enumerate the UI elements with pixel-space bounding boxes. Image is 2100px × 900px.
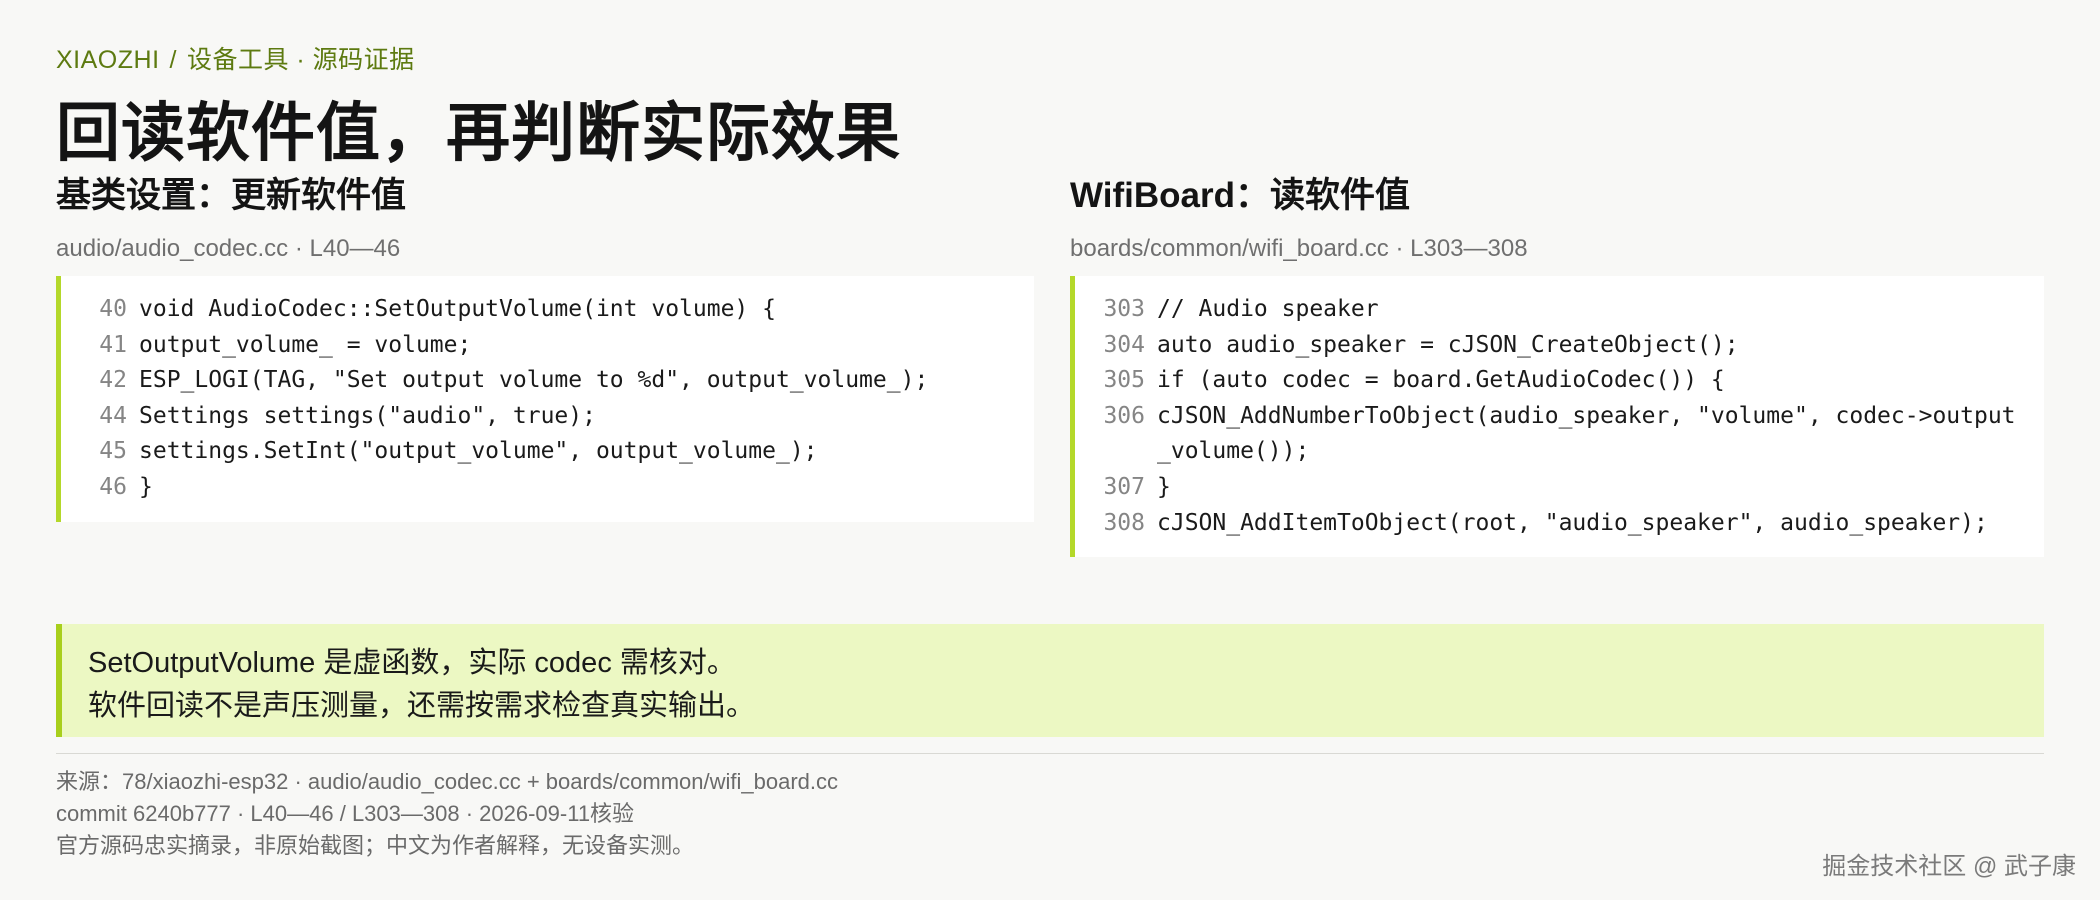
line-number: 307 xyxy=(1103,473,1145,500)
code-text: // Audio speaker xyxy=(1157,296,1379,322)
code-line: 40 void AudioCodec::SetOutputVolume(int v… xyxy=(61,292,1014,328)
code-line: 307} xyxy=(1075,470,2024,506)
breadcrumb-separator: / xyxy=(169,46,177,74)
line-number: 46 xyxy=(99,473,127,500)
line-number: 41 xyxy=(99,331,127,358)
code-line: 42 ESP_LOGI(TAG, "Set output volume to %d… xyxy=(61,363,1014,399)
line-number: 304 xyxy=(1103,331,1145,358)
right-code-block: 303 // Audio speaker 304 auto audio_speaker… xyxy=(1070,276,2044,558)
footer-divider xyxy=(56,753,2044,754)
code-text: ESP_LOGI(TAG, "Set output volume to %d",… xyxy=(139,367,929,394)
source-footer: 来源：78/xiaozhi-esp32 · audio/audio_codec.… xyxy=(56,766,838,862)
code-line: 303 // Audio speaker xyxy=(1075,292,2024,328)
code-text: settings.SetInt("output_volume", output_… xyxy=(139,438,818,465)
code-text: } xyxy=(1157,473,1171,500)
code-line: 308 cJSON_AddItemToObject(root, "audio_sp… xyxy=(1075,506,2024,542)
code-line: 305 if (auto codec = board.GetAudioCodec(… xyxy=(1075,363,2024,399)
footer-commit-line: commit 6240b777 · L40—46 / L303—308 · 20… xyxy=(56,801,635,826)
code-line: 306 cJSON_AddNumberToObject(audio_speaker… xyxy=(1075,399,2024,470)
code-line: 41 output_volume_ = volume; xyxy=(61,328,1014,364)
line-number: 42 xyxy=(99,367,127,394)
code-line: 46} xyxy=(61,470,1014,506)
right-panel-source: boards/common/wifi_board.cc · L303—308 xyxy=(1070,235,1528,262)
code-text: cJSON_AddNumberToObject(audio_speaker, "… xyxy=(1157,402,2016,465)
right-panel: WifiBoard：读软件值 boards/common/wifi_board.… xyxy=(1070,172,2044,558)
line-number: 44 xyxy=(99,402,127,429)
breadcrumb-brand: XIAOZHI xyxy=(56,46,160,74)
code-text: Settings settings("audio", true); xyxy=(139,402,596,429)
code-line: 45 settings.SetInt("output_volume", outpu… xyxy=(61,434,1014,470)
left-code-block: 40 void AudioCodec::SetOutputVolume(int v… xyxy=(56,276,1034,522)
line-number: 40 xyxy=(99,296,127,322)
code-text: if (auto codec = board.GetAudioCodec()) … xyxy=(1157,367,1725,394)
footer-disclaimer-line: 官方源码忠实摘录，非原始截图；中文为作者解释，无设备实测。 xyxy=(56,833,695,858)
callout-note: SetOutputVolume 是虚函数，实际 codec 需核对。 软件回读不… xyxy=(56,624,2044,737)
code-text: } xyxy=(139,473,153,500)
code-line: 304 auto audio_speaker = cJSON_CreateObje… xyxy=(1075,328,2024,364)
code-line: 44 Settings settings("audio", true); xyxy=(61,399,1014,435)
code-text: cJSON_AddItemToObject(root, "audio_speak… xyxy=(1157,509,1988,536)
line-number: 45 xyxy=(99,438,127,465)
line-number: 305 xyxy=(1103,367,1145,394)
callout-line-1: SetOutputVolume 是虚函数，实际 codec 需核对。 xyxy=(88,647,736,679)
footer-source-line: 来源：78/xiaozhi-esp32 · audio/audio_codec.… xyxy=(56,769,839,794)
breadcrumb: XIAOZHI / 设备工具 · 源码证据 xyxy=(56,40,415,76)
line-number: 306 xyxy=(1103,402,1145,429)
line-number: 308 xyxy=(1103,509,1145,536)
page-title: 回读软件值，再判断实际效果 xyxy=(56,97,901,169)
left-panel-heading: 基类设置：更新软件值 xyxy=(56,176,407,215)
code-text: auto audio_speaker = cJSON_CreateObject(… xyxy=(1157,331,1739,358)
code-text: output_volume_ = volume; xyxy=(139,331,472,358)
right-panel-heading: WifiBoard：读软件值 xyxy=(1070,176,1410,215)
callout-line-2: 软件回读不是声压测量，还需按需求检查真实输出。 xyxy=(88,690,756,722)
left-panel: 基类设置：更新软件值 audio/audio_codec.cc · L40—46… xyxy=(56,172,1034,522)
watermark: 掘金技术社区 @ 武子康 xyxy=(1822,853,2076,880)
breadcrumb-section: 设备工具 · 源码证据 xyxy=(186,46,415,74)
line-number: 303 xyxy=(1103,296,1145,322)
code-text: void AudioCodec::SetOutputVolume(int vol… xyxy=(139,296,776,322)
left-panel-source: audio/audio_codec.cc · L40—46 xyxy=(56,235,401,262)
